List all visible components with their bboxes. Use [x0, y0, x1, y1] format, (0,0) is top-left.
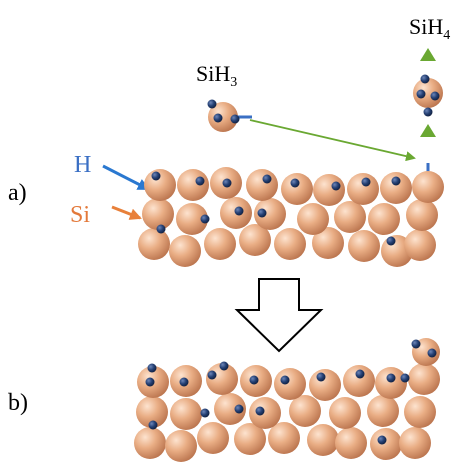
hydrogen-atom-icon [257, 208, 267, 218]
hydrogen-atom-icon [249, 375, 259, 385]
hydrogen-atom-icon [156, 224, 166, 234]
silicon-atom-icon [406, 199, 438, 231]
silicon-atom-icon [204, 228, 236, 260]
silicon-atom-icon [169, 235, 201, 267]
si-pointer-arrow [111, 205, 142, 220]
hydrogen-atom-icon [147, 363, 157, 373]
hydrogen-atom-icon [262, 174, 272, 184]
silicon-atom-icon [274, 228, 306, 260]
down-block-arrow [234, 278, 324, 353]
up-arrowhead-upper [420, 48, 436, 61]
hydrogen-atom-icon [386, 236, 396, 246]
hydrogen-atom-icon [234, 404, 244, 414]
silicon-atom-icon [144, 169, 176, 201]
silicon-atom-icon [408, 363, 440, 395]
hydrogen-atom-icon [377, 435, 387, 445]
hydrogen-atom-icon [331, 181, 341, 191]
hydrogen-atom-icon [200, 214, 210, 224]
hydrogen-atom-icon [316, 372, 326, 382]
sih4-label: SiH4 [409, 14, 450, 43]
silicon-atom-icon [347, 173, 379, 205]
silicon-atom-icon [268, 422, 300, 454]
silicon-atom-icon [177, 169, 209, 201]
hydrogen-atom-icon [386, 373, 396, 383]
silicon-atom-icon [335, 427, 367, 459]
silicon-atom-icon [239, 224, 271, 256]
silicon-atom-icon [343, 365, 375, 397]
silicon-atom-icon [399, 427, 431, 459]
hydrogen-atom-icon [427, 348, 437, 358]
silicon-atom-icon [214, 393, 246, 425]
si-label: Si [70, 202, 90, 228]
hydrogen-atom-icon [207, 99, 217, 109]
silicon-atom-icon [197, 422, 229, 454]
silicon-atom-icon [380, 172, 412, 204]
sih3-label: SiH3 [196, 61, 237, 90]
silicon-atom-icon [329, 397, 361, 429]
hydrogen-atom-icon [420, 74, 430, 84]
hydrogen-atom-icon [391, 176, 401, 186]
silicon-atom-icon [176, 203, 208, 235]
silicon-atom-icon [375, 367, 407, 399]
hydrogen-atom-icon [280, 375, 290, 385]
hydrogen-atom-icon [145, 377, 155, 387]
hydrogen-atom-icon [355, 369, 365, 379]
hydrogen-atom-icon [148, 420, 158, 430]
hydrogen-atom-icon [290, 178, 300, 188]
silicon-atom-icon [309, 369, 341, 401]
silicon-atom-icon [348, 230, 380, 262]
silicon-atom-icon [297, 203, 329, 235]
panel-b-label: b) [8, 390, 28, 416]
silicon-atom-icon [254, 198, 286, 230]
silicon-atom-icon [234, 423, 266, 455]
silicon-atom-icon [404, 396, 436, 428]
hydrogen-atom-icon [400, 373, 410, 383]
hydrogen-atom-icon [222, 178, 232, 188]
silicon-atom-icon [246, 169, 278, 201]
silicon-atom-icon [165, 430, 197, 462]
hydrogen-atom-icon [234, 206, 244, 216]
hydrogen-atom-icon [213, 113, 223, 123]
silicon-atom-icon [208, 102, 238, 132]
silicon-atom-icon [313, 174, 345, 206]
hydrogen-atom-icon [255, 406, 265, 416]
silicon-atom-icon [404, 229, 436, 261]
silicon-atom-icon [370, 428, 402, 460]
silicon-atom-icon [413, 78, 443, 108]
hydrogen-atom-icon [200, 408, 210, 418]
hydrogen-atom-icon [195, 176, 205, 186]
silicon-atom-icon [368, 203, 400, 235]
silicon-atom-icon [307, 424, 339, 456]
silicon-atom-icon [138, 228, 170, 260]
silicon-atom-icon [412, 171, 444, 203]
silicon-atom-icon [312, 227, 344, 259]
panel-a-label: a) [8, 180, 27, 206]
hydrogen-atom-icon [423, 107, 433, 117]
hydrogen-atom-icon [361, 177, 371, 187]
silicon-atom-icon [142, 198, 174, 230]
silicon-atom-icon [334, 201, 366, 233]
transfer-arrow [249, 119, 416, 162]
hydrogen-atom-icon [207, 370, 217, 380]
hydrogen-atom-icon [151, 171, 161, 181]
hydrogen-atom-icon [179, 377, 189, 387]
silicon-atom-icon [281, 173, 313, 205]
atoms-layer [134, 74, 444, 462]
hydrogen-atom-icon [230, 114, 240, 124]
hydrogen-atom-icon [430, 91, 440, 101]
silicon-atom-icon [289, 395, 321, 427]
silicon-atom-icon [367, 395, 399, 427]
up-arrowhead-lower [420, 124, 436, 137]
silicon-atom-icon [136, 396, 168, 428]
h-pointer-arrow [102, 164, 150, 191]
hydrogen-atom-icon [416, 89, 426, 99]
silicon-atom-icon [274, 368, 306, 400]
silicon-atom-icon [134, 427, 166, 459]
h-label: H [74, 152, 91, 178]
silicon-atom-icon [249, 397, 281, 429]
hydrogen-atom-icon [411, 339, 421, 349]
hydrogen-atom-icon [219, 361, 229, 371]
silicon-atom-icon [170, 398, 202, 430]
